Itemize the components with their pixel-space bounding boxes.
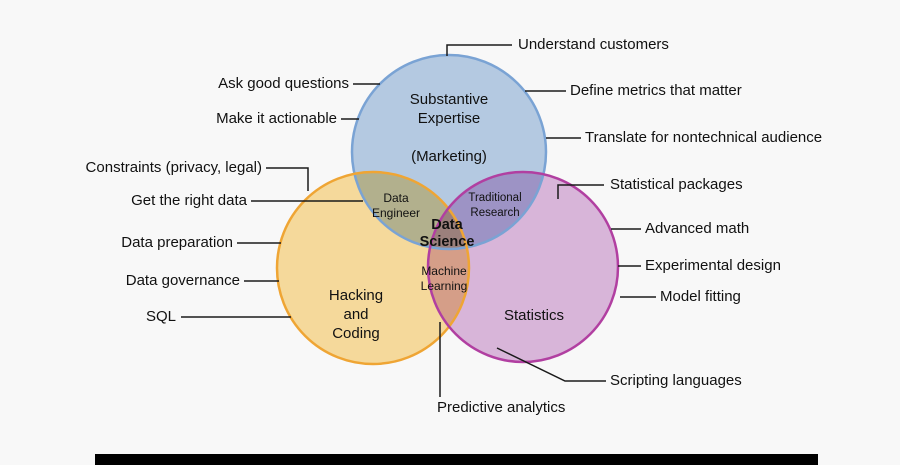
connector-constraints (266, 167, 309, 191)
callout-experimental-design: Experimental design (645, 257, 781, 274)
callout-predictive-analytics: Predictive analytics (437, 399, 566, 416)
circle-statistics-fill (428, 172, 618, 362)
callout-ask-good-questions: Ask good questions (218, 75, 349, 92)
callout-define-metrics-that-matter: Define metrics that matter (570, 82, 742, 99)
label-traditional-research: Traditional Research (468, 192, 522, 219)
bottom-bar (95, 454, 818, 465)
callout-advanced-math: Advanced math (645, 220, 750, 237)
callout-translate-for-nontechnical-audience: Translate for nontechnical audience (585, 129, 823, 146)
callout-statistical-packages: Statistical packages (610, 176, 743, 193)
connector-understand-customers (446, 44, 512, 56)
circle-substantive-outline (350, 53, 548, 251)
label-hacking-and-coding: Hacking and Coding (328, 287, 384, 342)
callout-make-it-actionable: Make it actionable (216, 110, 337, 127)
label-machine-learning: Machine Learning (420, 264, 468, 293)
label-substantive-expertise: Substantive Expertise (Marketing) (409, 91, 489, 165)
circle-statistics-outline (426, 170, 620, 364)
callout-constraints-privacy-legal: Constraints (privacy, legal) (85, 159, 262, 176)
connector-scripting-languages (496, 347, 606, 382)
callout-understand-customers: Understand customers (518, 36, 669, 53)
connector-lines (181, 44, 656, 397)
connector-statistical-packages (557, 184, 604, 199)
circle-hacking-outline (275, 170, 471, 366)
label-data-engineer: Data Engineer (371, 191, 421, 220)
callout-model-fitting: Model fitting (660, 288, 741, 305)
callout-data-preparation: Data preparation (121, 234, 233, 251)
callout-get-the-right-data: Get the right data (131, 192, 247, 209)
callout-data-governance: Data governance (125, 272, 240, 289)
callout-sql: SQL (145, 308, 176, 325)
circle-outlines (275, 53, 620, 366)
circle-hacking-fill (277, 172, 469, 364)
callout-scripting-languages: Scripting languages (610, 372, 742, 389)
label-data-science: Data Science (419, 217, 475, 250)
circle-fills (277, 55, 618, 364)
label-statistics: Statistics (503, 307, 565, 324)
